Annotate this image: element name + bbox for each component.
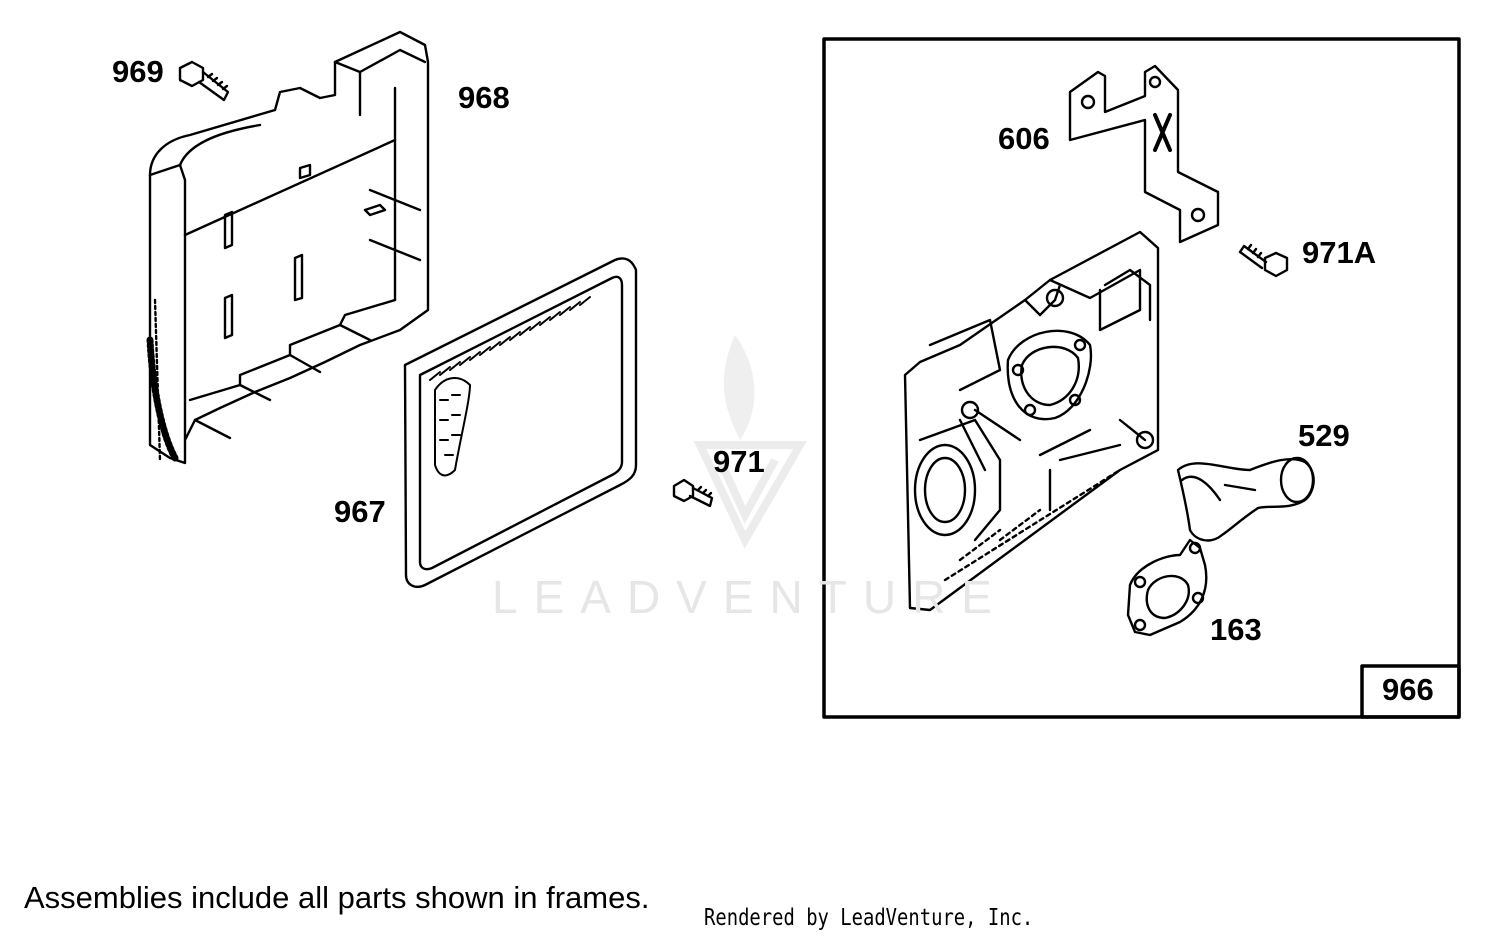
watermark-text: LEADVENTURE [492,571,1008,623]
screw-971a-icon [1238,243,1289,278]
callout-606: 606 [998,121,1050,156]
air-cleaner-base-968-icon [146,30,430,465]
callout-163: 163 [1210,612,1262,647]
callout-969: 969 [112,54,164,89]
render-credit: Rendered by LeadVenture, Inc. [704,905,1034,931]
elbow-529-icon [1176,456,1315,542]
air-filter-967-icon [403,257,638,589]
footnote: Assemblies include all parts shown in fr… [24,880,650,915]
bracket-606-icon [1068,64,1220,244]
callout-968: 968 [458,80,510,115]
watermark-logo-icon [693,335,807,549]
callout-966: 966 [1382,672,1434,707]
bolt-969-icon [178,60,230,102]
callout-971: 971 [713,444,765,479]
callout-967: 967 [334,494,386,529]
callout-971a: 971A [1302,235,1377,270]
base-assembly-966-icon [903,230,1160,612]
gasket-163-icon [1126,538,1208,637]
frame-label-box [1360,664,1461,719]
screw-971-icon [672,478,714,508]
callout-529: 529 [1298,418,1350,453]
assembly-frame-966 [822,37,1461,719]
